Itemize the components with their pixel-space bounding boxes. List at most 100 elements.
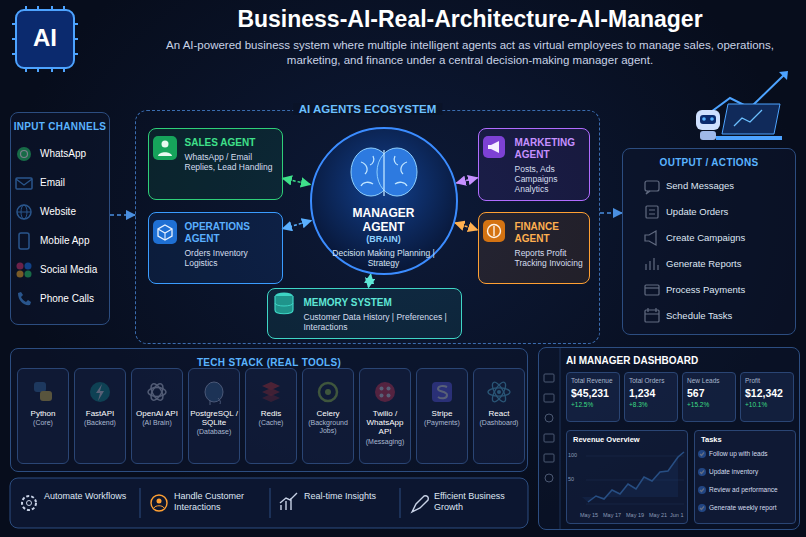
kpi-card: Total Orders1,234+8.3% (624, 372, 678, 422)
task-label: Generate weekly report (709, 504, 795, 511)
manager-circle: MANAGER AGENT(BRAIN) Decision Making Plan… (309, 126, 459, 276)
node-text: Reports Profit Tracking Invoicing (515, 248, 584, 268)
node-text: OUTPUT / ACTIONS (623, 157, 795, 168)
ai-logo-chip (12, 6, 78, 72)
node-text: (Messaging) (361, 438, 409, 446)
node-text: Profit (745, 377, 789, 384)
feature-bar (412, 496, 428, 512)
channel-label: Social Media (40, 264, 108, 275)
robot-laptop-illustration (710, 117, 714, 121)
robot-laptop-illustration (696, 71, 788, 140)
robot-laptop-illustration (696, 110, 720, 130)
axis-label: Jun 1 (670, 512, 692, 518)
robot-laptop-illustration (779, 71, 788, 80)
node-text: AI AGENTS ECOSYSTEM (293, 103, 443, 115)
connector (456, 178, 477, 183)
task-label: Follow up with leads (709, 450, 795, 457)
node-text: Twilio / WhatsApp API (361, 409, 409, 437)
feature-bar (10, 478, 528, 528)
robot-laptop-illustration (716, 136, 782, 140)
robot-laptop-illustration (702, 117, 706, 121)
channel-label: Email (40, 177, 108, 188)
node-text: +15.2% (687, 401, 731, 408)
feature-bar (140, 488, 400, 518)
task-label: Update inventory (709, 468, 795, 475)
node-text: +12.5% (571, 401, 615, 408)
node-text: Decision Making Planning | Strategy (331, 248, 437, 268)
node-text: TECH STACK (REAL TOOLS) (11, 357, 527, 368)
action-label: Create Campaigns (666, 232, 792, 243)
tech-card: PostgreSQL / SQLite(Database) (188, 368, 240, 464)
tech-card: Twilio / WhatsApp API(Messaging) (359, 368, 411, 464)
node-text: FastAPI (76, 409, 124, 418)
node-text: +8.3% (629, 401, 673, 408)
tech-card: OpenAI API(AI Brain) (131, 368, 183, 464)
action-label: Generate Reports (666, 258, 792, 269)
feature-bar (151, 495, 167, 511)
channel-label: Phone Calls (40, 293, 108, 304)
node-text: (Core) (19, 419, 67, 427)
agent-box: SALES AGENT WhatsApp / Email Replies, Lea… (148, 128, 283, 200)
feature-bar (157, 499, 162, 504)
action-label: Process Payments (666, 284, 792, 295)
axis-label: 50 (568, 476, 584, 482)
feature-label: Efficient Business Growth (434, 491, 524, 514)
tech-card: Celery(Background Jobs) (302, 368, 354, 464)
node-text: (Dashboard) (475, 419, 523, 427)
feature-bar (154, 506, 164, 508)
tech-card: FastAPI(Backend) (74, 368, 126, 464)
node-text: Stripe (418, 409, 466, 418)
node-text: (Cache) (247, 419, 295, 427)
ai-logo-chip (16, 10, 74, 68)
axis-label: May 17 (603, 512, 625, 518)
channel-label: Mobile App (40, 235, 108, 246)
feature-label: Automate Workflows (44, 491, 134, 502)
manager-circle-art (377, 148, 417, 196)
node-text: INPUT CHANNELS (11, 121, 109, 132)
node-text: OPERATIONS AGENT (185, 221, 277, 245)
node-text: MEMORY SYSTEM (304, 297, 456, 309)
feature-bar (280, 493, 297, 510)
tech-card: Redis(Cache) (245, 368, 297, 464)
connector (283, 221, 312, 229)
action-label: Update Orders (666, 206, 792, 217)
axis-label: May 15 (580, 512, 602, 518)
action-label: Schedule Tasks (666, 310, 792, 321)
node-text: Redis (247, 409, 295, 418)
feature-bar (10, 478, 528, 528)
node-text: (Backend) (76, 419, 124, 427)
node-text: WhatsApp / Email Replies, Lead Handling (185, 152, 277, 172)
kpi-card: Profit$12,342+10.1% (740, 372, 794, 422)
memory-box: MEMORY SYSTEM Customer Data History | Pre… (267, 288, 462, 339)
tech-card: Stripe(Payments) (416, 368, 468, 464)
logo-text: AI (16, 24, 74, 52)
channel-label: Website (40, 206, 108, 217)
robot-laptop-illustration (700, 115, 716, 124)
node-text: Total Revenue (571, 377, 615, 384)
ai-logo-chip (12, 6, 78, 72)
node-text: New Leads (687, 377, 731, 384)
agent-box: OPERATIONS AGENTOrders Inventory Logisti… (148, 212, 283, 284)
task-label: Review ad performance (709, 486, 795, 493)
node-text: (Database) (190, 428, 238, 436)
node-text: (AI Brain) (133, 419, 181, 427)
manager-circle-art (361, 150, 407, 196)
caption: An AI-powered business system where mult… (150, 38, 790, 68)
connector (110, 214, 135, 216)
node-text: MANAGER AGENT (331, 206, 437, 234)
feature-label: Real-time Insights (304, 491, 394, 502)
node-text: (BRAIN) (331, 234, 437, 244)
node-text: Total Orders (629, 377, 673, 384)
node-text: 567 (687, 387, 731, 399)
feature-bar (22, 496, 36, 510)
tech-card: React(Dashboard) (473, 368, 525, 464)
kpi-card: New Leads 567 +15.2% (682, 372, 736, 422)
node-text: (Background Jobs) (304, 419, 352, 435)
node-text: Customer Data History | Preferences | In… (304, 312, 456, 332)
node-text: $45,231 (571, 387, 615, 399)
robot-laptop-illustration (734, 110, 762, 126)
connector (368, 274, 370, 287)
action-label: Send Messages (666, 180, 792, 191)
node-text: SALES AGENT (185, 137, 277, 149)
connector (600, 212, 622, 214)
